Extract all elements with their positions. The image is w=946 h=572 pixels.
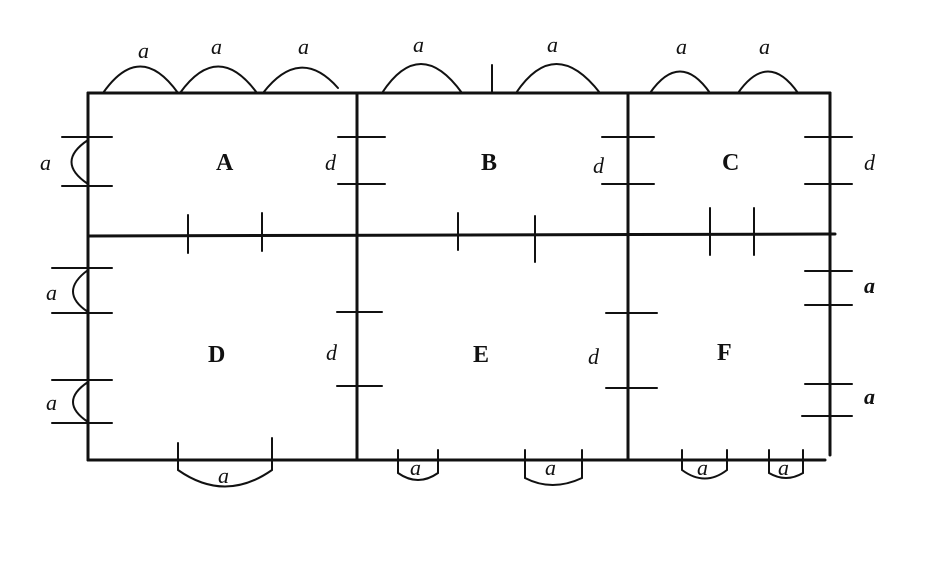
door-label-ab: d bbox=[325, 150, 337, 175]
top-bay-windows bbox=[102, 63, 799, 94]
window-label-top-7: a bbox=[759, 34, 770, 59]
bay-window-top-5 bbox=[515, 63, 601, 94]
room-label-c: C bbox=[722, 150, 739, 176]
window-label-left-3: a bbox=[46, 390, 57, 415]
bay-window-bottom-3 bbox=[524, 449, 583, 486]
window-label-bottom-2: a bbox=[410, 455, 421, 480]
door-labels: d d d d d bbox=[325, 150, 876, 369]
room-label-d: D bbox=[208, 342, 225, 368]
window-label-bottom-1: a bbox=[218, 463, 229, 488]
middle-horizontal-wall bbox=[86, 232, 837, 238]
bay-window-top-4 bbox=[381, 63, 463, 94]
bay-window-left-3 bbox=[72, 381, 89, 423]
door-label-de: d bbox=[326, 340, 338, 365]
door-label-c-right: d bbox=[864, 150, 876, 175]
window-label-right-1: a bbox=[864, 273, 875, 298]
inner-walls bbox=[86, 91, 837, 462]
bay-window-bottom-1 bbox=[177, 437, 273, 488]
window-label-top-6: a bbox=[676, 34, 687, 59]
room-label-b: B bbox=[481, 150, 497, 176]
bay-window-bottom-5 bbox=[768, 449, 804, 479]
middle-wall-doors bbox=[187, 207, 755, 263]
window-label-left-2: a bbox=[46, 280, 57, 305]
outer-walls bbox=[86, 91, 832, 462]
right-side-windows bbox=[801, 136, 853, 417]
left-side-windows bbox=[51, 136, 113, 424]
window-label-bottom-3: a bbox=[545, 455, 556, 480]
bay-window-top-1 bbox=[102, 65, 179, 94]
window-label-top-5: a bbox=[547, 32, 558, 57]
room-label-f: F bbox=[717, 340, 732, 366]
window-label-top-4: a bbox=[413, 32, 424, 57]
room-label-a: A bbox=[216, 150, 234, 176]
room-labels: A B C D E F bbox=[208, 150, 739, 368]
bay-window-top-6 bbox=[649, 70, 711, 94]
bottom-bay-windows bbox=[177, 437, 804, 488]
window-label-top-3: a bbox=[298, 34, 309, 59]
window-label-left-1: a bbox=[40, 150, 51, 175]
partition-doors bbox=[336, 136, 658, 389]
bay-window-bottom-2 bbox=[397, 449, 439, 481]
bay-window-left-2 bbox=[72, 269, 89, 313]
bay-window-left-1 bbox=[70, 139, 89, 185]
window-label-top-1: a bbox=[138, 38, 149, 63]
window-labels: a a a a a a a a a a a a a a a a a bbox=[40, 32, 875, 488]
door-label-ef: d bbox=[588, 344, 600, 369]
window-label-bottom-5: a bbox=[778, 455, 789, 480]
door-label-bc: d bbox=[593, 153, 605, 178]
bay-window-top-7 bbox=[737, 70, 799, 94]
window-label-bottom-4: a bbox=[697, 455, 708, 480]
window-label-top-2: a bbox=[211, 34, 222, 59]
bay-window-bottom-4 bbox=[681, 449, 728, 480]
bay-window-top-3 bbox=[262, 66, 339, 94]
room-label-e: E bbox=[473, 342, 489, 368]
bay-window-top-2 bbox=[179, 65, 258, 94]
window-label-right-2: a bbox=[864, 384, 875, 409]
